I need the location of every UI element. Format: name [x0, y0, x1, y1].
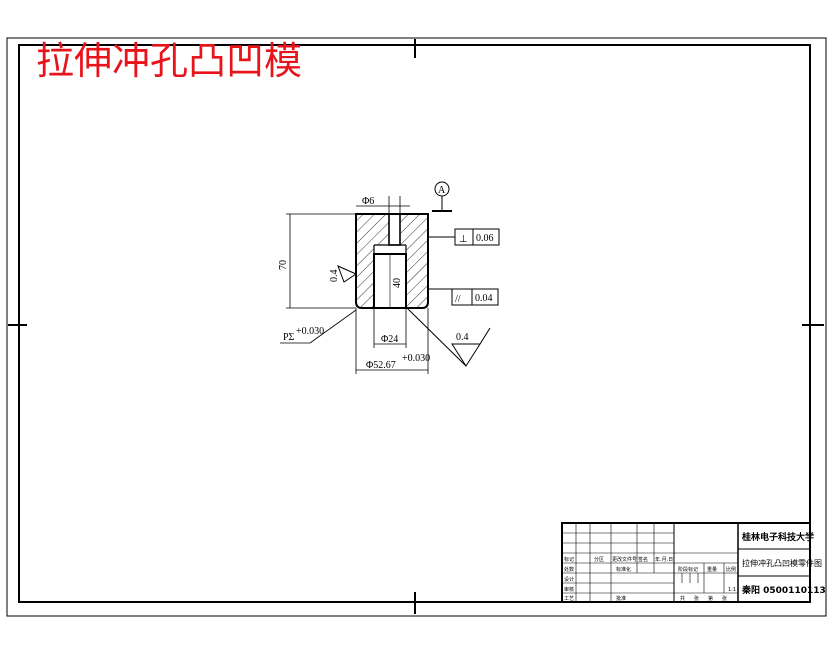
tol-parallel: [428, 288, 499, 306]
tol-perp: [428, 228, 500, 246]
tb-sheet-no: 第: [708, 595, 713, 602]
inner-frame: [18, 44, 811, 603]
dim-depth-label: 40: [392, 278, 403, 288]
title-block: [561, 522, 811, 603]
tb-author: 秦阳 0500110113: [741, 584, 826, 596]
dim-inner-label: Φ24: [381, 334, 398, 345]
outer-frame: [6, 37, 827, 617]
dim-outer-label: Φ52.67: [366, 360, 396, 371]
tb-weight: 重量: [707, 566, 717, 573]
tb-row-count: 处数: [564, 566, 574, 573]
dim-height-label: 70: [278, 260, 289, 270]
dim-side-tol: +0.030: [296, 326, 324, 337]
dim-outer: [355, 308, 429, 374]
tb-sheet-total: 共: [680, 595, 685, 602]
tb-row-zone: 分区: [594, 556, 604, 563]
tb-craft: 工艺: [564, 596, 574, 602]
dim-outer-tol: +0.030: [402, 353, 430, 364]
dim-inner: [373, 308, 407, 348]
tb-design: 设计: [564, 576, 574, 583]
tol-parallel-value: 0.04: [475, 293, 493, 304]
tb-review: 审核: [564, 586, 574, 593]
bore-small: [388, 213, 401, 246]
part-outline: [355, 213, 429, 309]
center-marks: [8, 39, 824, 614]
dim-height: [286, 213, 356, 309]
tb-part-name: 拉伸冲孔凸凹模零件图: [742, 558, 822, 568]
part-section: [355, 213, 429, 309]
roughness-left-label: 0.4: [329, 270, 340, 283]
hatch-left: [356, 214, 389, 308]
roughness-left: [337, 265, 358, 283]
tb-row-date: 年.月.日: [655, 556, 673, 563]
dim-bore: [356, 196, 410, 214]
tb-row-mark: 标记: [564, 556, 574, 563]
tb-sheet-unit2: 张: [722, 595, 727, 602]
tb-school: 桂林电子科技大学: [741, 531, 814, 543]
hatch-right: [400, 214, 428, 308]
roughness-right-label: 0.4: [456, 332, 469, 343]
tb-sheet-unit1: 张: [694, 595, 699, 602]
tol-parallel-symbol: //: [455, 294, 461, 305]
tol-perp-value: 0.06: [476, 233, 494, 244]
tb-stage: 阶段标记: [678, 566, 698, 573]
tb-standard: 标准化: [616, 566, 631, 573]
tb-approve: 批准: [616, 595, 626, 602]
tol-perp-symbol: ⊥: [459, 234, 468, 245]
dim-side-label: PΣ: [283, 332, 295, 343]
datum-label: A: [438, 185, 446, 196]
tb-ratio: 比例: [726, 566, 736, 573]
roughness-right: [406, 307, 491, 367]
drawing-title: 拉伸冲孔凸凹模: [36, 39, 302, 83]
tb-scale: 1:1: [728, 587, 736, 593]
tb-row-file: 更改文件号: [612, 556, 637, 563]
datum-symbol: [432, 181, 452, 212]
dim-bore-label: Φ6: [362, 196, 374, 207]
tb-row-sign: 签名: [638, 556, 648, 563]
